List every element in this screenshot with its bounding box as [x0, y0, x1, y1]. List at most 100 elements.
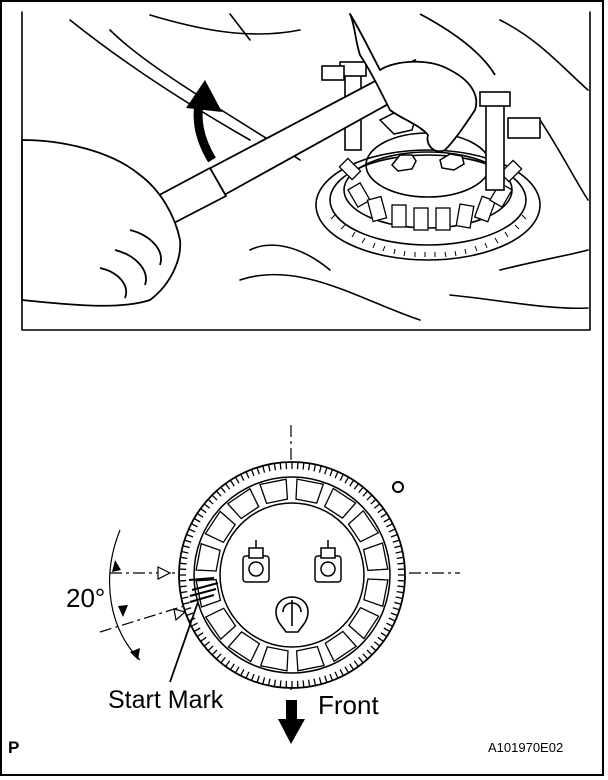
gear-tooth — [181, 596, 189, 600]
gear-tooth — [313, 678, 317, 686]
gear-tooth — [184, 539, 192, 543]
gear-tooth — [180, 590, 188, 594]
gear-tooth — [392, 539, 400, 543]
gear-tooth — [234, 666, 240, 674]
gear-tooth — [362, 653, 369, 660]
gear-tooth — [193, 517, 201, 523]
reference-circle — [392, 481, 404, 493]
angle-label: 20° — [66, 583, 106, 613]
arc-arrowheads — [112, 560, 140, 660]
gear-tooth — [181, 550, 189, 554]
gear-tooth — [250, 673, 255, 681]
gear-tooth — [380, 632, 388, 638]
gear-tooth — [225, 483, 231, 490]
gear-tooth — [388, 528, 396, 533]
gear-tooth — [182, 601, 190, 605]
gear-tooth — [383, 627, 391, 633]
gear-tooth — [358, 656, 364, 664]
gear-tooth — [188, 528, 196, 533]
ring-segment — [324, 630, 358, 663]
gear-tooth — [366, 649, 373, 656]
ring-segment — [259, 646, 289, 672]
gear-tooth — [256, 467, 260, 475]
gear-tooth — [386, 622, 393, 627]
gear-tooth — [373, 503, 381, 509]
gear-tooth — [186, 533, 194, 538]
start-mark-leader — [169, 601, 199, 683]
gear-tooth — [267, 464, 271, 472]
gear-tooth — [397, 585, 405, 588]
start-mark-hatch — [188, 577, 219, 603]
gear-tooth — [229, 663, 235, 671]
gear-tooth — [366, 494, 373, 501]
ring-segment — [347, 509, 380, 543]
gear-tooth — [191, 622, 198, 627]
gear-tooth — [302, 680, 305, 688]
gear-tooth — [207, 645, 214, 652]
gear-tooth — [250, 469, 255, 477]
gear-tooth — [358, 486, 364, 494]
gear-tooth — [273, 679, 277, 687]
ring-segment — [204, 607, 237, 641]
front-label: Front — [318, 690, 379, 720]
gear-tooth — [392, 607, 400, 611]
ring-inner-edge — [193, 476, 391, 674]
gear-tooth — [279, 680, 282, 688]
gear-tooth — [383, 517, 391, 523]
gear-tooth — [240, 669, 245, 676]
gear-teeth — [179, 462, 405, 688]
right-hand — [349, 13, 496, 153]
gear-tooth — [396, 590, 404, 594]
gear-tooth — [200, 636, 207, 642]
gear-tooth — [370, 498, 377, 505]
ring-segment — [323, 487, 357, 519]
connector-right — [314, 540, 342, 583]
gear-tooth — [229, 479, 235, 487]
gear-tooth — [179, 585, 187, 588]
gear-tooth — [396, 556, 404, 560]
gear-tooth — [200, 508, 207, 514]
gear-tooth — [262, 677, 266, 685]
gear-tooth — [380, 512, 388, 518]
gear-tooth — [318, 465, 322, 473]
gear-tooth — [267, 678, 271, 686]
gear-tooth — [182, 545, 190, 549]
gear-tooth — [377, 508, 384, 514]
gear-tooth — [256, 675, 260, 683]
ring-segment — [259, 478, 289, 505]
gear-tooth — [186, 612, 194, 617]
corner-letter: P — [8, 738, 20, 757]
gear-tooth — [353, 660, 359, 667]
gear-tooth — [394, 601, 402, 605]
angle-arc — [109, 529, 141, 661]
gear-tooth — [179, 562, 187, 565]
gear-tooth — [273, 463, 277, 471]
gear-tooth — [324, 467, 328, 475]
ring-segment — [363, 578, 389, 608]
ring-segment — [195, 542, 221, 572]
gear-tooth — [191, 523, 198, 528]
ring-segment — [295, 645, 325, 672]
gear-tooth — [397, 562, 405, 565]
gear-tooth — [215, 490, 222, 497]
gear-tooth — [307, 679, 311, 687]
gear-tooth — [349, 663, 355, 671]
gear-tooth — [180, 556, 188, 560]
gear-tooth — [234, 476, 240, 484]
gear-tooth — [184, 607, 192, 611]
gear-tooth — [344, 476, 350, 484]
gear-tooth — [349, 479, 355, 487]
gear-tooth — [262, 465, 266, 473]
gear-tooth — [307, 463, 311, 471]
gear-tooth — [370, 645, 377, 652]
ring-cells — [338, 157, 523, 231]
gear-tooth — [339, 669, 344, 676]
gear-tooth — [220, 656, 226, 664]
figure-code: A101970E02 — [488, 740, 564, 755]
gear-tooth — [211, 494, 218, 501]
gear-tooth — [279, 462, 282, 470]
gear-tooth — [211, 649, 218, 656]
